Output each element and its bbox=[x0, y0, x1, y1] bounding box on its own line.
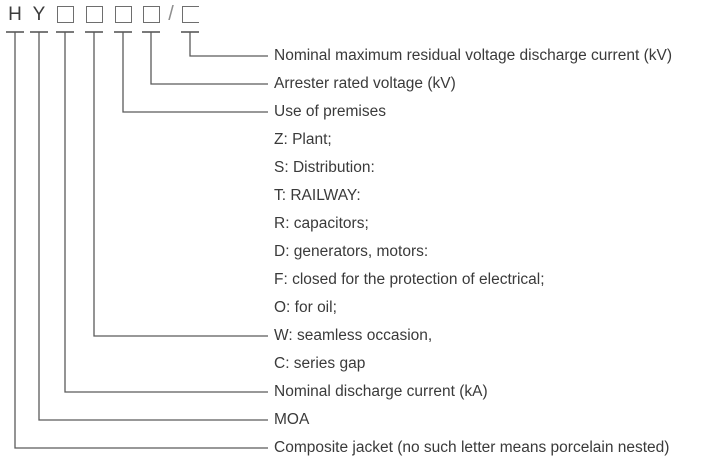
label-code-z: Z: Plant; bbox=[274, 131, 332, 148]
label-moa: MOA bbox=[274, 411, 310, 428]
label-code-d: D: generators, motors: bbox=[274, 243, 429, 260]
label-rated-voltage: Arrester rated voltage (kV) bbox=[274, 75, 456, 92]
label-code-s: S: Distribution: bbox=[274, 159, 375, 176]
pos-box-5 bbox=[182, 6, 199, 23]
label-code-t: T: RAILWAY: bbox=[274, 187, 361, 204]
label-code-w: W: seamless occasion, bbox=[274, 327, 433, 344]
leader-rated-voltage bbox=[142, 31, 268, 85]
label-composite-jacket: Composite jacket (no such letter means p… bbox=[274, 439, 670, 456]
pos-box-2 bbox=[86, 6, 103, 23]
pos-box-1 bbox=[57, 6, 74, 23]
pos-slash: / bbox=[168, 3, 174, 25]
leader-composite-jacket bbox=[6, 31, 268, 449]
label-code-f: F: closed for the protection of electric… bbox=[274, 271, 545, 288]
leader-moa bbox=[30, 31, 268, 421]
pos-box-4 bbox=[143, 6, 160, 23]
leader-use-of-premises bbox=[114, 31, 268, 113]
label-code-o: O: for oil; bbox=[274, 299, 337, 316]
label-residual-voltage: Nominal maximum residual voltage dischar… bbox=[274, 47, 672, 64]
label-code-c: C: series gap bbox=[274, 355, 366, 372]
label-code-r: R: capacitors; bbox=[274, 215, 369, 232]
pos-box-3 bbox=[115, 6, 132, 23]
leader-seamless-occasion bbox=[85, 31, 268, 337]
pos-y: Y bbox=[32, 4, 46, 25]
label-discharge-current: Nominal discharge current (kA) bbox=[274, 383, 488, 400]
pos-h: H bbox=[8, 4, 22, 25]
label-use-of-premises: Use of premises bbox=[274, 103, 386, 120]
leader-discharge-current bbox=[56, 31, 268, 393]
